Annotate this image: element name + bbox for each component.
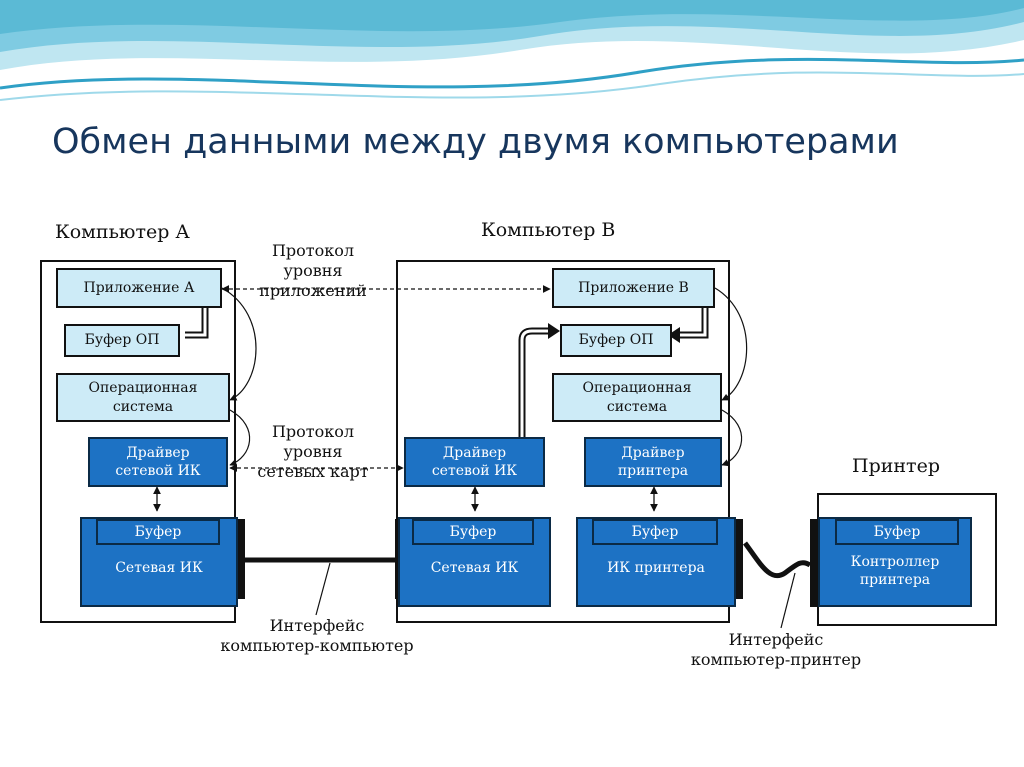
printer-label: Принтер [852,455,940,477]
cc-pointer [315,562,331,616]
curve-app-os-a [221,287,257,401]
interface-cc-line2: компьютер-компьютер [220,636,414,655]
net-protocol-label: Протокол уровня сетевых карт [246,422,380,482]
driver-printer-b-line2: принтера [617,463,689,479]
driver-printer-b-box: Драйвер принтера [584,437,722,487]
printer-card-b-label: ИК принтера [607,559,705,576]
interface-cp-line2: компьютер-принтер [690,650,862,669]
interface-cp-line1: Интерфейс [728,630,824,649]
diagram: Компьютер А Приложение А Буфер ОП Операц… [40,195,1000,685]
driver-net-a-box: Драйвер сетевой ИК [88,437,228,487]
app-protocol-label: Протокол уровня приложений [248,241,378,301]
net-protocol-line2: уровня [283,442,343,461]
app-protocol-line2: уровня [283,261,343,280]
interface-cp-label: Интерфейс компьютер-принтер [676,630,876,670]
driver-a-line1: Драйвер [126,444,190,461]
driver-a-line2: сетевой ИК [115,463,201,479]
controller-line2: принтера [859,571,931,588]
connector-printer [810,519,819,607]
cp-pointer [780,572,796,629]
buffer-b-printer-box: Буфер [592,519,718,545]
net-protocol-line3: сетевых карт [257,462,369,481]
nic-a-label: Сетевая ИК [115,559,203,576]
connector-b-printer [734,519,743,599]
interface-cc-label: Интерфейс компьютер-компьютер [202,616,432,656]
slide-title: Обмен данными между двумя компьютерами [52,122,899,162]
os-b-line1: Операционная [582,380,692,397]
buffer-a-box: Буфер [96,519,220,545]
buffer-op-a-box: Буфер ОП [64,324,180,357]
os-a-box: Операционная система [56,373,230,422]
interface-cc-line1: Интерфейс [269,616,365,635]
buffer-b-net-box: Буфер [412,519,534,545]
controller-line1: Контроллер [850,553,940,570]
app-b-box: Приложение В [552,268,715,308]
curve-os-driver-a [229,409,251,467]
driver-net-b-box: Драйвер сетевой ИК [404,437,545,487]
computer-a-frame [40,260,236,623]
computer-b-frame [396,260,730,623]
driver-net-b-line1: Драйвер [442,444,507,461]
nic-b-label: Сетевая ИК [430,559,519,576]
driver-printer-b-line1: Драйвер [621,444,685,461]
app-protocol-line3: приложений [259,281,367,300]
header-waves [0,0,1024,101]
os-b-line2: система [606,398,668,415]
buffer-op-b-box: Буфер ОП [560,324,672,357]
printer-cable [742,541,812,579]
os-a-line1: Операционная [88,380,198,397]
computer-a-label: Компьютер А [55,221,190,243]
app-a-box: Приложение А [56,268,222,308]
printer-buffer-box: Буфер [835,519,959,545]
connector-a [236,519,245,599]
computer-b-label: Компьютер В [481,219,616,241]
app-protocol-line1: Протокол [271,241,355,260]
os-a-line2: система [112,398,174,415]
os-b-box: Операционная система [552,373,722,422]
driver-net-b-line2: сетевой ИК [431,463,518,479]
net-protocol-line1: Протокол [271,422,355,441]
